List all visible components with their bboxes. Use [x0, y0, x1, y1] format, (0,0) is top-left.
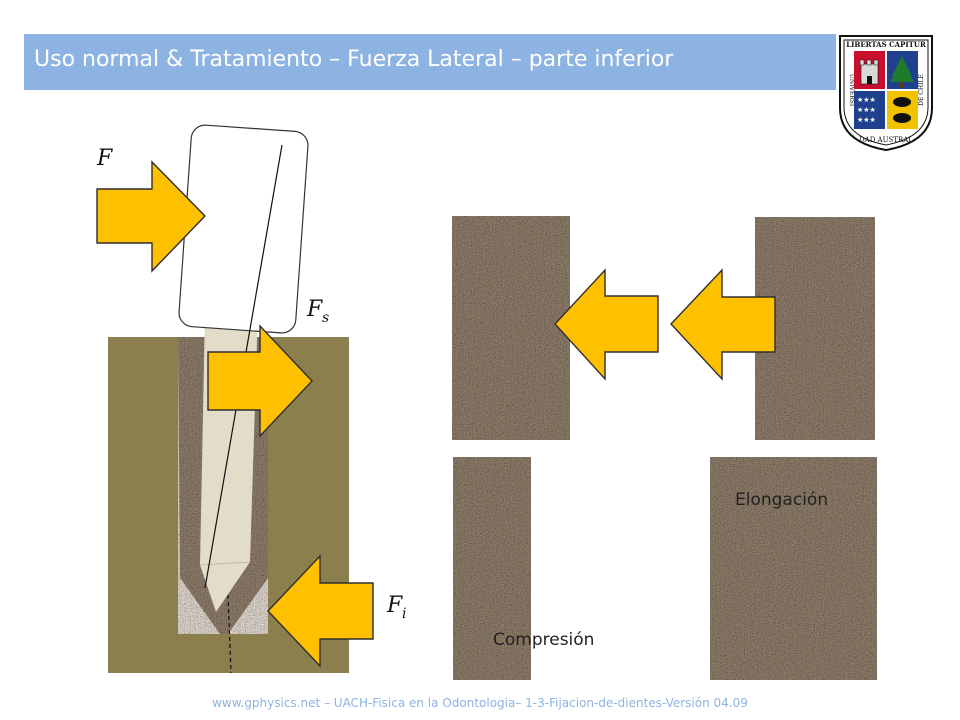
tissue-block-compression	[453, 457, 531, 680]
svg-text:★★★: ★★★	[857, 116, 876, 124]
tooth-crown	[178, 124, 309, 334]
rotation-axis-dashed	[227, 594, 232, 674]
compression-arrow	[554, 268, 659, 381]
tissue-block-elongation	[710, 457, 877, 680]
force-label-s: F	[306, 297, 323, 322]
footer-text: www.gphysics.net – UACH-Fisica en la Odo…	[212, 696, 748, 710]
force-arrow-i	[267, 554, 374, 668]
seal-top-text: LIBERTAS CAPITUR	[846, 40, 926, 49]
seal-right-text: DE CHILE	[918, 74, 925, 106]
force-label-i-subscript: i	[402, 606, 406, 622]
svg-text:★★★: ★★★	[857, 106, 876, 114]
elongation-label: Elongación	[735, 490, 829, 510]
university-seal-logo: LIBERTAS CAPITUR UNIVERSI DE CHILE DAD A…	[839, 35, 933, 152]
seal-left-text: UNIVERSI	[848, 74, 855, 107]
force-label-main: F	[96, 146, 113, 171]
elongation-arrow	[670, 268, 776, 381]
compression-label: Compresión	[493, 630, 595, 650]
tissue-block-top-left	[452, 216, 570, 440]
seal-bottom-text: DAD AUSTRAL	[859, 136, 913, 144]
force-label-s-subscript: s	[322, 310, 329, 326]
svg-text:★★★: ★★★	[857, 96, 876, 104]
force-label-i: F	[386, 593, 403, 618]
force-arrow-s	[207, 324, 313, 438]
force-arrow-main	[96, 160, 206, 273]
slide-title: Uso normal & Tratamiento – Fuerza Latera…	[34, 47, 674, 72]
title-bar: Uso normal & Tratamiento – Fuerza Latera…	[24, 34, 836, 90]
